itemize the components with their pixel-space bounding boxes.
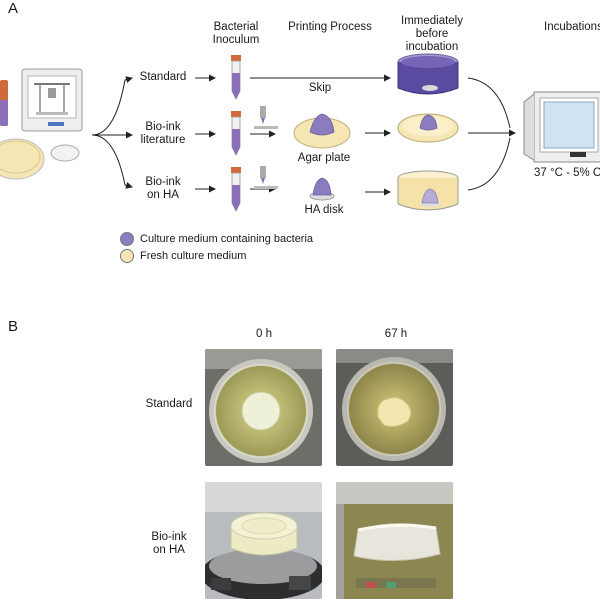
header-immediately-before: Immediately before incubation (392, 15, 472, 54)
legend-swatch-bacteria (120, 232, 134, 246)
incubator-illustration (523, 91, 600, 163)
photo-ha-67h (336, 482, 453, 599)
row-literature-line2: literature (140, 134, 186, 146)
dish-ha (397, 170, 459, 211)
printed-construct-ha (312, 177, 332, 196)
dish-literature (397, 113, 459, 143)
agar-plate-label: Agar plate (297, 152, 351, 164)
printing-process-illustration (254, 106, 351, 201)
row-label-standard: Standard (139, 71, 187, 83)
photo-standard-67h (336, 349, 453, 466)
header-before-line1: Immediately (401, 15, 463, 27)
tube-literature (231, 111, 241, 156)
header-inoculum-line2: Inoculum (212, 34, 260, 46)
incubator-conditions: 37 °C - 5% C (534, 167, 600, 179)
printed-construct-agar (309, 113, 335, 136)
panel-a-label: A (8, 0, 19, 17)
pre-incubation-dishes (397, 53, 459, 211)
row-label-b-standard: Standard (145, 398, 193, 410)
print-head-literature (254, 106, 278, 129)
dish-standard (397, 53, 459, 95)
header-printing-process: Printing Process (288, 21, 372, 33)
col-header-0h: 0 h (256, 328, 272, 340)
print-head-ha (254, 166, 278, 189)
photo-ha-0h (205, 482, 322, 599)
incubator-display (570, 152, 586, 157)
incubator-door (523, 93, 535, 161)
flow-arrows (91, 74, 516, 196)
header-inoculum-line1: Bacterial (213, 21, 259, 33)
legend-label-bacteria: Culture medium containing bacteria (140, 233, 314, 245)
row-literature-line1: Bio-ink (145, 121, 181, 133)
printer-setup-illustration (0, 68, 83, 180)
photo-standard-0h (205, 349, 322, 466)
ha-disk-label: HA disk (304, 204, 344, 216)
header-before-line2: before (415, 28, 449, 40)
skip-label: Skip (308, 82, 332, 94)
row-label-b-ha: Bio-ink on HA (134, 531, 204, 557)
header-incubations: Incubations (544, 21, 600, 33)
purple-vial (0, 100, 8, 126)
legend-item-fresh: Fresh culture medium (120, 249, 246, 263)
row-ha-line2: on HA (147, 189, 179, 201)
legend-label-fresh: Fresh culture medium (140, 250, 247, 262)
header-bacterial-inoculum: Bacterial Inoculum (205, 21, 267, 47)
petri-dish-medium (0, 138, 45, 180)
row-label-ha: Bio-ink on HA (133, 176, 193, 202)
legend-item-bacteria: Culture medium containing bacteria (120, 232, 313, 246)
row-label-literature: Bio-ink literature (133, 121, 193, 147)
row-ha-line1: Bio-ink (145, 176, 181, 188)
incubator-glass-door (543, 101, 595, 149)
row-b-ha-line1: Bio-ink (151, 531, 187, 543)
col-header-67h: 67 h (384, 328, 408, 340)
legend-swatch-fresh (120, 249, 134, 263)
empty-dish (50, 144, 80, 162)
tube-standard (231, 55, 241, 100)
header-before-line3: incubation (405, 41, 459, 53)
panel-b-label: B (8, 318, 19, 335)
row-b-ha-line2: on HA (153, 544, 185, 556)
inoculum-tubes (231, 55, 241, 212)
printer-display (48, 122, 64, 126)
tube-ha (231, 167, 241, 212)
